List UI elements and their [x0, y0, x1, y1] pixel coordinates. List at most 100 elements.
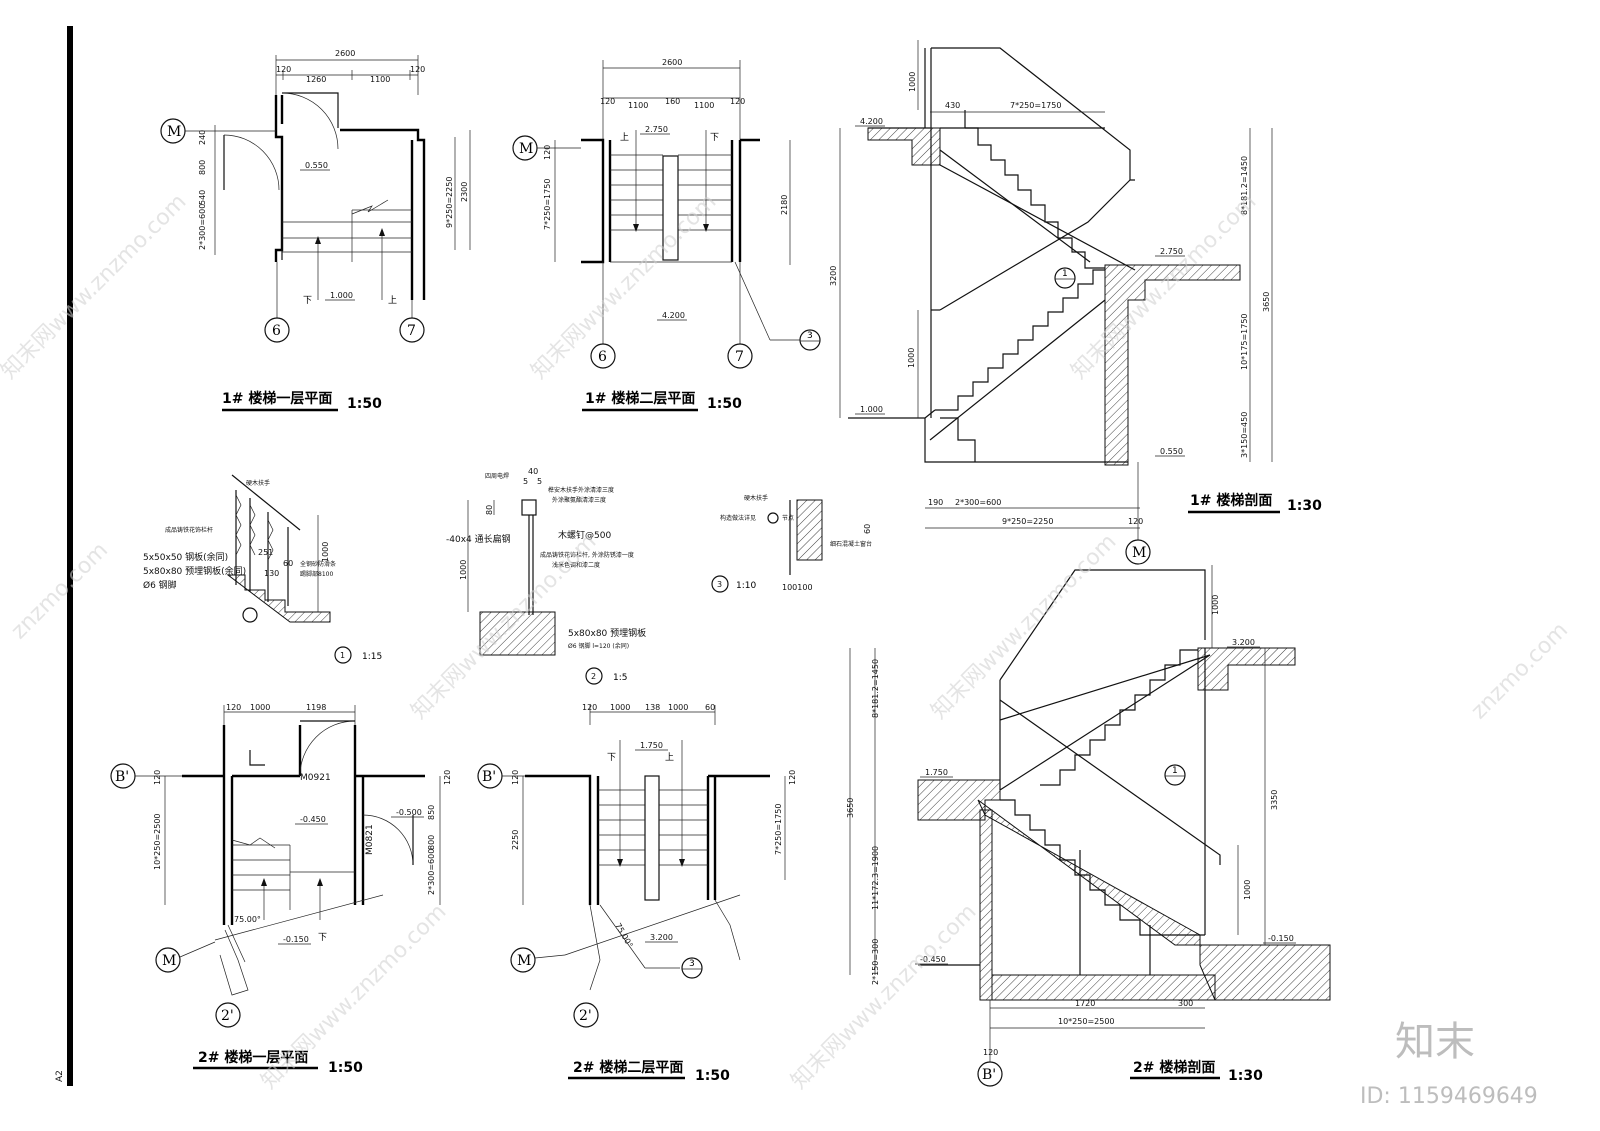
s2s-dim-t0: 1000 [1211, 595, 1220, 615]
d3-scale: 1:10 [736, 581, 756, 591]
s1s-axis-circle [1125, 539, 1151, 565]
s2p1-axis-m: M [162, 953, 176, 969]
s2p2-level-mid: 1.750 [640, 741, 663, 750]
s2p2-axis-2-circle [573, 1002, 599, 1028]
s1p1-scale: 1:50 [347, 396, 382, 412]
s1p2-down: 下 [710, 133, 719, 143]
s1p1-dim-l2: 540 [198, 190, 207, 205]
wm-6: 知末网www.znzmo.com [927, 529, 1122, 724]
s2p1-dim-r3: 2*300=600 [427, 849, 436, 895]
s2s-level-0: 3.200 [1232, 638, 1255, 647]
s1s-axis: M [1132, 545, 1146, 561]
s2p2-angle: 75.00° [613, 922, 634, 950]
s1p1-axis-left: 6 [272, 323, 281, 339]
d3-dim-60: 60 [863, 524, 872, 534]
s2s-dim-r1: 1000 [1243, 880, 1252, 900]
d2-num: 2 [591, 672, 596, 681]
s1p2-dim-l0: 120 [543, 145, 552, 160]
s2p2-dim-t1: 1000 [610, 703, 630, 712]
s1s-level-0: 4.200 [860, 117, 883, 126]
s1p2-callout: 3 [807, 331, 813, 341]
s1p2-callout-circle [799, 329, 821, 351]
d1-bar: Ø6 钢脚 [143, 579, 177, 591]
d3-dim-100: 100100 [782, 583, 813, 592]
s1p2-title: 1# 楼梯二层平面 [585, 390, 695, 407]
s1p1-dim-total: 2600 [335, 49, 355, 58]
d1-mortar: 全钢砂防滑条 [300, 560, 336, 568]
s2p1-door1: M0921 [300, 773, 331, 783]
s2p2-dim-t0: 120 [582, 703, 597, 712]
d1-dim-1000: 1000 [321, 542, 330, 562]
watermarks: 知末网www.znzmo.com 知末网www.znzmo.com 知末网www… [0, 189, 1573, 1109]
s2p1-dim-l0: 120 [153, 770, 162, 785]
s1p2-dim-e: 120 [730, 97, 745, 106]
s1p2-dim-total: 2600 [662, 58, 682, 67]
d1-scale: 1:15 [362, 652, 382, 662]
s1p1-dim-r0: 9*250=2250 [445, 177, 454, 228]
s1p2-axis-right: 7 [735, 349, 744, 365]
s2p2-down: 下 [607, 753, 616, 763]
s2s-scale: 1:30 [1228, 1068, 1263, 1084]
s1s-title: 1# 楼梯剖面 [1190, 492, 1272, 509]
d2-bar: Ø6 钢脚 l=120 (余同) [568, 642, 629, 650]
s2p2-scale: 1:50 [695, 1068, 730, 1084]
s1p2-axis-7-circle [727, 343, 753, 369]
s2p1-door2: M0821 [365, 824, 375, 855]
s1s-dim-t2: 7*250=1750 [1010, 101, 1061, 110]
d2-scale: 1:5 [613, 673, 627, 683]
s1p1-dim-l3: 2*300=600 [198, 204, 207, 250]
sheet-border-bar [67, 26, 73, 1086]
detail-3: 硬木扶手 构造做法详见 节点 细石混凝土窗台 60 100100 3 1:10 [711, 494, 872, 593]
s1s-dim-r2: 10*175=1750 [1240, 313, 1249, 370]
s2p1-title: 2# 楼梯一层平面 [198, 1049, 308, 1066]
s1p2-dim-r0: 2180 [780, 195, 789, 215]
s1s-dim-b1: 2*300=600 [955, 498, 1001, 507]
d2-dim-80: 80 [485, 505, 494, 515]
s1-plan2: 2600 120 1100 160 1100 120 [512, 58, 821, 412]
s1p2-axis-6-circle [590, 343, 616, 369]
d2-dim-1000: 1000 [459, 560, 468, 580]
d2-top: 榫安木扶手外涂清漆三度 [548, 486, 614, 494]
s2p1-down: 下 [318, 933, 327, 943]
s2p2-dim-l0: 120 [511, 770, 520, 785]
s1s-dim-t0: 1000 [908, 72, 917, 92]
s2s-dim-b2: 10*250=2500 [1058, 1017, 1115, 1026]
s2p1-axis-col: 2' [221, 1008, 234, 1024]
s2s-dim-l0: 8*181.2=1450 [871, 659, 880, 718]
s2s-dim-l1: 3650 [846, 798, 855, 818]
s2-section: 1 3.200 1.750 -0.150 -0.450 1000 8*181.2… [846, 565, 1331, 1087]
s2p1-dim-r1: 850 [427, 805, 436, 820]
sheet-code: A2 [55, 1070, 65, 1082]
d1-dim-251: 251 [258, 548, 273, 557]
d1-dim-60: 60 [283, 559, 293, 568]
s2s-dim-b0: 1720 [1075, 999, 1095, 1008]
s2p1-scale: 1:50 [328, 1060, 363, 1076]
s2p2-up: 上 [665, 752, 674, 763]
d1-num-circle [334, 646, 352, 664]
d2-dim-5a: 5 [523, 477, 528, 486]
s2-plan1: 120 1000 1198 M0921 M0821 -0.450 [110, 703, 452, 1076]
s1s-dim-r1: 3650 [1262, 292, 1271, 312]
d2-flat: -40x4 通长扁钢 [446, 533, 511, 545]
s1s-level-1: 2.750 [1160, 247, 1183, 256]
s1s-scale: 1:30 [1287, 498, 1322, 514]
wm-5: 知末网www.znzmo.com [407, 529, 602, 724]
s1-plan1: 2600 120 1260 1100 120 [160, 49, 471, 412]
s1s-callout-circle [1054, 267, 1076, 289]
s1p2-level-top: 2.750 [645, 125, 668, 134]
s2s-axis: B' [982, 1067, 996, 1083]
s2p2-level-bot: 3.200 [650, 933, 673, 942]
s2p1-level-a: -0.450 [300, 815, 326, 824]
s2s-title: 2# 楼梯剖面 [1133, 1059, 1215, 1076]
d1-plate2: 5x80x80 预埋钢板(余同) [143, 565, 246, 577]
d3-nosing: 节点 [782, 514, 794, 522]
wm-logo: 知末 [1395, 1019, 1475, 1065]
s2p2-callout-circle [681, 957, 703, 979]
s1s-callout: 1 [1062, 269, 1068, 279]
s1p1-axis-m-circle [160, 118, 186, 144]
s2p1-axis-row: B' [115, 769, 129, 785]
d3-concrete: 细石混凝土窗台 [830, 540, 872, 548]
s1p1-dim-a: 120 [276, 65, 291, 74]
s2s-callout-circle [1164, 764, 1186, 786]
s1s-level-3: 0.550 [1160, 447, 1183, 456]
